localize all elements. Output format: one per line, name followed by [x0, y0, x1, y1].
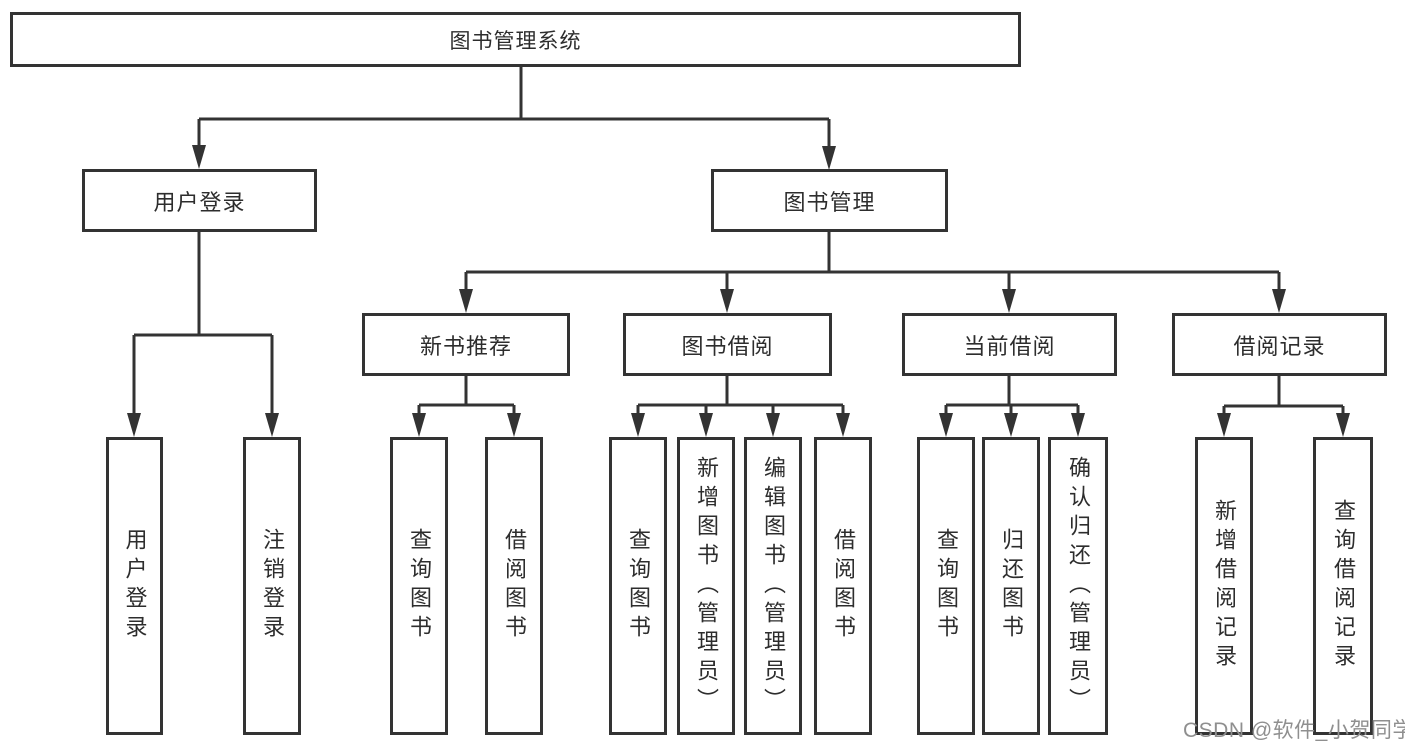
leaf-br-add-record: 新增借阅记录 [1195, 437, 1253, 735]
node-book-borrowing: 图书借阅 [623, 313, 832, 376]
node-label: 新书推荐 [419, 333, 512, 359]
leaf-label: 查询图书 [934, 528, 959, 644]
node-label: 图书管理系统 [449, 29, 582, 53]
node-user-login: 用户登录 [82, 169, 317, 232]
csdn-watermark: CSDN @软件_小贺同学 [1183, 719, 1405, 742]
leaf-label: 新增借阅记录 [1212, 499, 1237, 673]
leaf-label: 注销登录 [260, 528, 285, 644]
leaf-cb-return-books: 归还图书 [982, 437, 1040, 735]
node-book-management: 图书管理 [711, 169, 948, 232]
leaf-label: 归还图书 [999, 528, 1024, 644]
leaf-label: 新增图书（管理员） [694, 455, 719, 717]
leaf-nb-query-books: 查询图书 [390, 437, 448, 735]
leaf-label: 查询图书 [407, 528, 432, 644]
leaf-label: 确认归还（管理员） [1066, 455, 1091, 717]
node-label: 图书管理 [783, 189, 876, 215]
leaf-label: 借阅图书 [831, 528, 856, 644]
leaf-label: 用户登录 [122, 528, 148, 644]
leaf-bb-add-books-admin: 新增图书（管理员） [677, 437, 735, 735]
leaf-cb-confirm-return-admin: 确认归还（管理员） [1048, 437, 1108, 735]
leaf-user-login: 用户登录 [106, 437, 163, 735]
leaf-cb-query-books: 查询图书 [917, 437, 975, 735]
node-borrowing-records: 借阅记录 [1172, 313, 1387, 376]
node-new-book-recommendation: 新书推荐 [362, 313, 570, 376]
leaf-br-query-record: 查询借阅记录 [1313, 437, 1373, 735]
node-label: 当前借阅 [963, 333, 1056, 359]
leaf-label: 编辑图书（管理员） [761, 455, 786, 717]
node-library-management-system: 图书管理系统 [10, 12, 1021, 67]
leaf-bb-query-books: 查询图书 [609, 437, 667, 735]
node-label: 借阅记录 [1233, 333, 1326, 359]
node-current-borrowing: 当前借阅 [902, 313, 1117, 376]
node-label: 图书借阅 [681, 333, 774, 359]
leaf-bb-borrow-books: 借阅图书 [814, 437, 872, 735]
leaf-logout-login: 注销登录 [243, 437, 301, 735]
leaf-label: 借阅图书 [502, 528, 527, 644]
leaf-bb-edit-books-admin: 编辑图书（管理员） [744, 437, 802, 735]
leaf-label: 查询借阅记录 [1331, 499, 1356, 673]
leaf-nb-borrow-books: 借阅图书 [485, 437, 543, 735]
leaf-label: 查询图书 [626, 528, 651, 644]
node-label: 用户登录 [153, 189, 246, 215]
